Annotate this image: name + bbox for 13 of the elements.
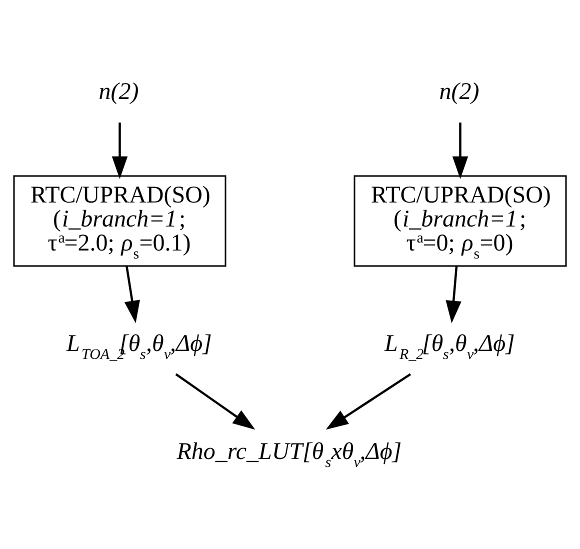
node-text: L$_{R_2}$[θ$_{s}$,θ$_{v}$,Δϕ] <box>384 330 515 363</box>
node-text: L$_{TOA_2}$[θ$_{s}$,θ$_{v}$,Δϕ] <box>66 330 212 363</box>
node-box: RTC/UPRAD(SO) (i_branch=1; τ$^{a}$=0; ρ$_{s}$=0) <box>354 174 567 266</box>
arrow <box>175 372 256 430</box>
arrow <box>112 122 128 178</box>
node-text: n(2) <box>98 78 139 105</box>
arrow <box>446 266 462 323</box>
arrow <box>326 372 412 430</box>
arrow <box>452 122 468 178</box>
arrow <box>124 266 140 323</box>
node-text: n(2) <box>439 78 480 105</box>
node-text: Rho_rc_LUT[θ$_{s}$xθ$_{v}$,Δϕ] <box>176 438 402 471</box>
node-box: RTC/UPRAD(SO) (i_branch=1; τ$^{a}$=2.0; ρ$_{s}$=0.1) <box>13 174 226 266</box>
